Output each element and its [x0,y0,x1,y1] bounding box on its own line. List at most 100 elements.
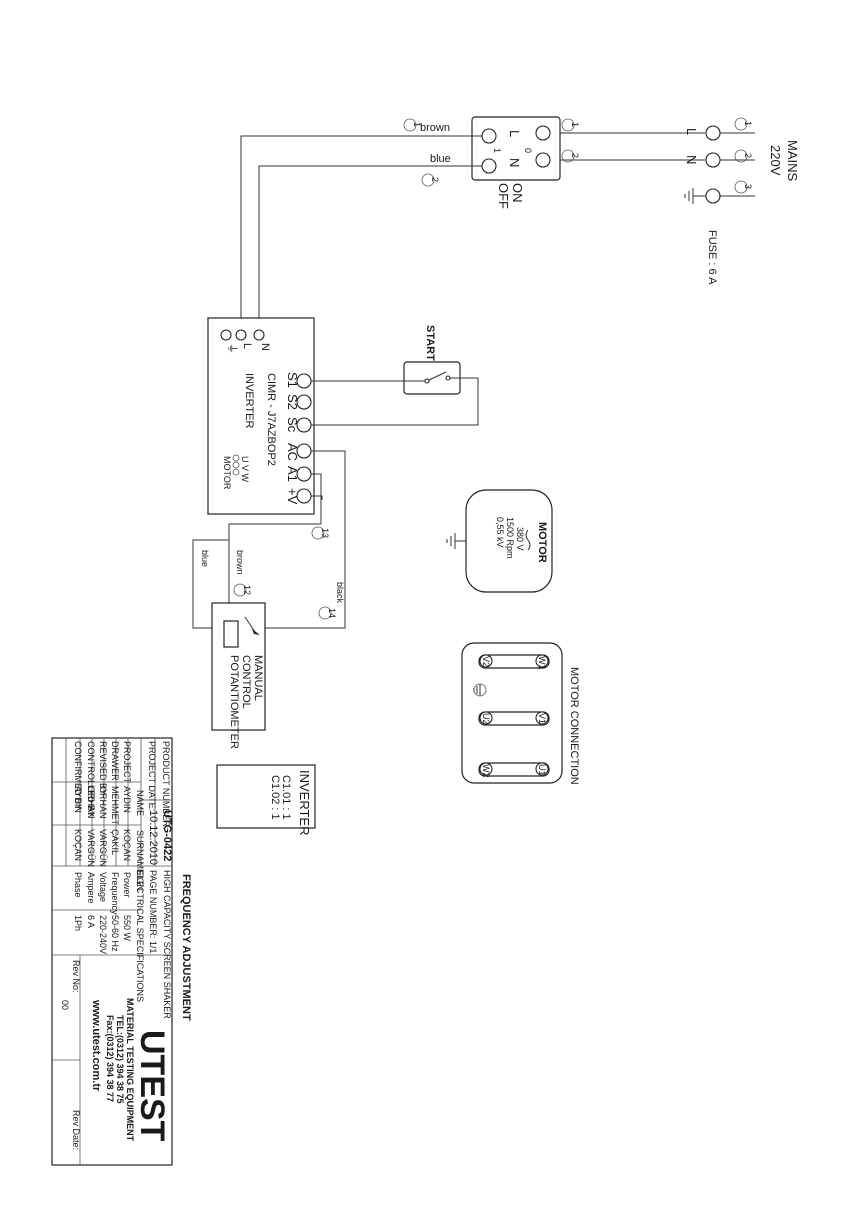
mains-pin-l: L [684,128,699,135]
switch-wire-number-2: 2 [570,153,580,158]
inverter-input-l: L [241,343,253,349]
inverter-terminal-ac: AC [285,443,300,461]
earth-icon [684,188,706,204]
spec-value-voltage: 220-240V [98,915,108,954]
wire-label-blue-pot: blue [200,550,210,567]
title-block-main-title: FREQUENCY ADJUSTMENT [180,874,192,1021]
motor-terminal-v2: V2 [481,656,491,667]
spec-label-power: Power [122,872,132,898]
mains-terminal-n [705,152,721,168]
potentiometer-wires: brown blue black 13 12 14 [192,450,346,629]
supply-wires: 1 brown blue 2 [240,118,482,335]
people-name-1: MEHMET [110,786,120,825]
people-surname-0: KOÇAN [122,829,132,861]
rev-date-label: Rev Date: [71,1110,81,1150]
people-role-2: REVISED BY [98,741,108,795]
inverter-param-c101: C1.01 : 1 [280,775,292,820]
people-header-sign: SIGN [135,869,145,891]
people-role-0: PROJECT [122,741,132,784]
electrical-spec-header: ELECTRICAL SPECIFICATIONS [135,870,145,1002]
wire-number-blue: 2 [430,177,440,182]
mains-supply: 1 2 3 L N MAINS 220V FUSE : 6 A [560,117,800,285]
inverter-name: INVERTER [243,373,255,428]
inverter-terminal-sc: Sc [285,417,300,433]
spec-value-phase: 1Ph [73,915,83,931]
wire-number-brown: 1 [412,122,422,127]
pot-label-manual: MANUAL [252,655,264,701]
spec-label-ampere: Ampere [86,872,96,904]
switch-off-label: OFF [496,183,511,209]
people-surname-3: VARGÜN [86,829,96,867]
inverter-terminal-s2: S2 [285,394,300,410]
spec-label-phase: Phase [73,872,83,898]
people-header-surname: SURNAME [135,830,145,875]
mains-title: MAINS [785,140,800,182]
spec-value-ampere: 6 A [86,915,96,928]
company-logo: UTEST [133,1030,171,1142]
people-name-3: ORHAN [86,786,96,819]
people-surname-2: VARGÜN [98,829,108,867]
rev-no: 00 [60,1000,70,1010]
inverter-params-block: INVERTER C1.01 : 1 C1.02 : 1 [216,764,316,836]
wire-label-brown-pot: brown [235,550,245,575]
motor-block: MOTOR 380 V 1500 Rpm 0,55 kV [446,489,553,593]
mains-wire-number-1: 1 [743,121,753,126]
motor-terminal-u1: U1 [537,764,547,776]
switch-mark-1: 1 [492,148,502,153]
spec-label-voltage: Voltage [98,872,108,902]
company-fax: Fax:(0312) 394 38 77 [105,1015,115,1102]
potentiometer-block: MANUAL CONTROL POTANTIOMETER [211,602,266,749]
on-off-switch: L N 0 1 ON OFF 1 2 [471,116,580,209]
inverter-terminal-s1: S1 [285,372,300,388]
switch-mark-0: 0 [523,148,533,153]
inverter-model: CIMR - J7AZBOP2 [265,373,277,466]
inverter-input-n: N [259,343,271,351]
motor-spec-rpm: 1500 Rpm [505,517,515,559]
product-number: UTG-0422 [161,810,173,861]
motor-terminal-w2: W2 [481,764,491,778]
people-name-0: AYDIN [122,786,132,813]
motor-terminal-u2: U2 [481,713,491,725]
wire-number-14: 14 [327,608,337,618]
project-date: 10.12.2010 [147,810,159,865]
fuse-label: FUSE : 6 A [706,230,718,285]
mains-voltage: 220V [768,145,783,176]
page-number: PAGE NUMBER: 1/1 [148,870,158,953]
inverter-params-title: INVERTER [297,770,312,836]
people-surname-4: KOÇAN [73,829,83,861]
spec-value-power: 550 W [122,915,132,942]
mains-pin-n: N [684,155,699,164]
earth-icon [446,533,466,549]
inverter-block: N L ⏚ S1 S2 Sc AC A1 +V CIMR - J7AZBOP2 … [207,317,315,515]
mains-wire-number-2: 2 [743,153,753,158]
start-button-block: START [311,325,479,426]
mains-terminal-l [705,125,721,141]
company-tel: TEL:(0312) 394 38 75 [115,1015,125,1104]
earth-icon [473,683,487,697]
company-web: www.utest.com.tr [90,999,102,1092]
people-role-3: CONTROLLED BY [86,741,96,817]
product-number-label: PRODUCT NUMBER: [161,741,171,829]
project-date-label: PROJECT DATE: [147,741,157,811]
wire-label-black-pot: black [335,582,345,604]
rev-no-label: Rev No: [71,960,81,993]
wire-label-blue: blue [430,153,451,165]
people-role-1: DRAWER [110,741,120,781]
motor-terminal-v1: V1 [537,713,547,724]
pot-label-control: CONTROL [240,655,252,709]
company-desc: MATERIAL TESTING EQUIPMENT [125,998,135,1142]
start-label: START [424,325,436,361]
title-block-subtitle: HIGH CAPACITY SCREEN SHAKER [162,870,172,1019]
switch-wire-number-1: 1 [570,122,580,127]
switch-on-label: ON [510,183,525,203]
motor-spec-power: 0,55 kV [495,517,505,548]
wire-label-brown: brown [420,122,450,134]
inverter-motor-label: MOTOR [222,456,232,490]
switch-pin-l: L [507,130,522,137]
switch-pin-n: N [507,158,522,167]
motor-terminal-w1: W1 [537,656,547,670]
motor-spec-voltage: 380 V [515,527,525,551]
wire-number-12: 12 [242,585,252,595]
people-name-2: ORHAN [98,786,108,819]
